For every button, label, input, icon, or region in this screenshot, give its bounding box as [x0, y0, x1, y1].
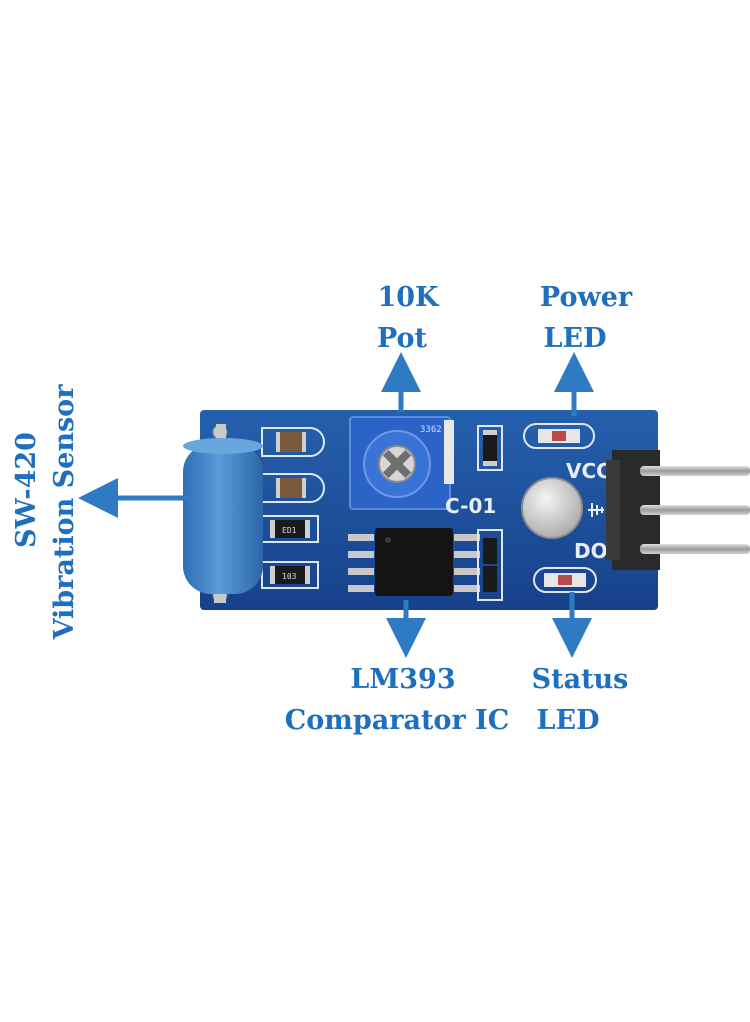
capacitor-c2: [261, 473, 325, 503]
smd-resistor-top: [477, 425, 503, 471]
status-led-label-line1: Status: [532, 664, 629, 695]
svg-text:103: 103: [282, 572, 297, 581]
ground-symbol-icon: [588, 503, 604, 517]
pin-header: [606, 450, 750, 570]
pot-code-text: 3362: [420, 425, 442, 435]
pot-label-line1: 10K: [377, 282, 440, 313]
comparator-label-line2: Comparator IC: [285, 705, 509, 736]
power-led: [523, 423, 595, 449]
sensor-label-line2: Vibration Sensor: [49, 384, 80, 641]
svg-text:ED1: ED1: [282, 526, 297, 535]
vibration-sensor-component: [183, 424, 263, 603]
smd-resistor-bottom: [477, 529, 503, 601]
round-sensor: [521, 477, 583, 539]
power-led-label-line2: LED: [544, 323, 607, 354]
resistor-r1: ED1: [261, 515, 319, 543]
vcc-label: VCC: [566, 459, 611, 483]
status-led: [533, 567, 597, 593]
resistor-r2: 103: [261, 561, 319, 589]
lm393-chip: [348, 528, 480, 596]
pcb-board: ED1 103 3362: [200, 410, 658, 610]
comparator-label-line1: LM393: [350, 664, 455, 695]
board-code-text: C-01: [445, 494, 496, 518]
potentiometer: 3362: [349, 416, 454, 510]
sensor-label-line1: SW-420: [11, 432, 42, 548]
pot-label-line2: Pot: [377, 323, 428, 354]
capacitor-c1: [261, 427, 325, 457]
status-led-label-line2: LED: [537, 705, 600, 736]
power-led-label-line1: Power: [540, 282, 633, 313]
do-label: DO: [574, 539, 608, 563]
